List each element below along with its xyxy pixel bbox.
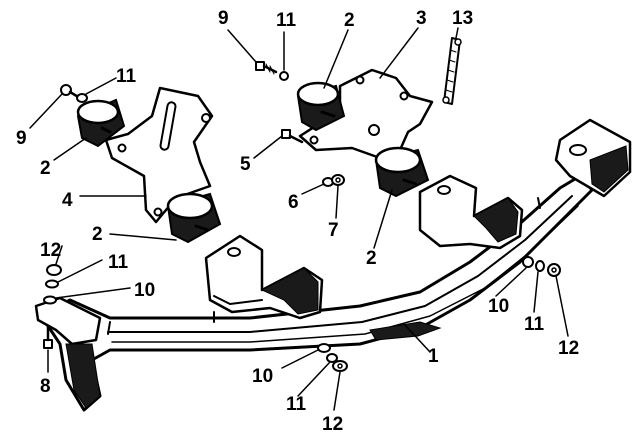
- left-mount-bracket: [204, 234, 324, 320]
- callout-2-lower-left: 2: [92, 224, 103, 245]
- callout-8: 8: [40, 376, 51, 397]
- callout-2-left: 2: [40, 158, 51, 179]
- washer-upper-left: [76, 93, 88, 103]
- nut-left-end: [46, 264, 62, 276]
- washer-right-end-ten: [522, 256, 534, 268]
- callout-10-bottom: 10: [252, 366, 273, 387]
- rubber-mount-lower-right: [374, 146, 430, 198]
- callout-9-left: 9: [16, 128, 27, 149]
- callout-5: 5: [240, 154, 251, 175]
- callout-1: 1: [428, 346, 439, 367]
- washer-left-end-lower: [43, 295, 57, 305]
- callout-10-left-end: 10: [134, 280, 155, 301]
- washer-bottom-ten: [317, 343, 331, 353]
- callout-12-left: 12: [40, 240, 61, 261]
- washer-bottom-eleven: [326, 353, 338, 363]
- callout-13: 13: [452, 8, 473, 29]
- callout-11-top: 11: [276, 10, 297, 31]
- callout-11-left-end: 11: [108, 252, 129, 273]
- callout-11-left: 11: [116, 66, 137, 87]
- callout-12-right-end: 12: [558, 338, 579, 359]
- bolt-five: [281, 129, 304, 144]
- left-mount-plate: [104, 86, 214, 224]
- callout-2-top: 2: [344, 10, 355, 31]
- callout-7: 7: [328, 220, 339, 241]
- rubber-mount-lower-left: [166, 192, 222, 244]
- washer-top: [279, 71, 289, 81]
- bolt-top: [255, 61, 278, 75]
- ground-strap: [442, 37, 462, 105]
- right-mount-bracket: [418, 174, 524, 250]
- bolt-left-end: [43, 324, 53, 349]
- callout-3: 3: [416, 8, 427, 29]
- nut-seven: [331, 174, 345, 186]
- rubber-mount-upper-middle: [296, 81, 346, 132]
- callout-10-right-end: 10: [488, 296, 509, 317]
- callout-12-bottom: 12: [322, 414, 343, 435]
- callout-11-bottom: 11: [286, 394, 307, 415]
- nut-right-end: [547, 263, 561, 277]
- washer-left-end-upper: [45, 279, 59, 289]
- leader-lines: [29, 27, 569, 411]
- callout-6: 6: [288, 192, 299, 213]
- nut-bottom: [332, 360, 348, 372]
- callout-4: 4: [62, 190, 73, 211]
- bolt-upper-left: [60, 84, 82, 100]
- callout-11-right-end: 11: [524, 314, 545, 335]
- washer-right-end-eleven: [535, 260, 545, 272]
- rubber-mount-upper-left: [76, 98, 126, 148]
- callout-2-lower-right: 2: [366, 248, 377, 269]
- crossmember: [34, 118, 632, 412]
- callout-9-top: 9: [218, 8, 229, 29]
